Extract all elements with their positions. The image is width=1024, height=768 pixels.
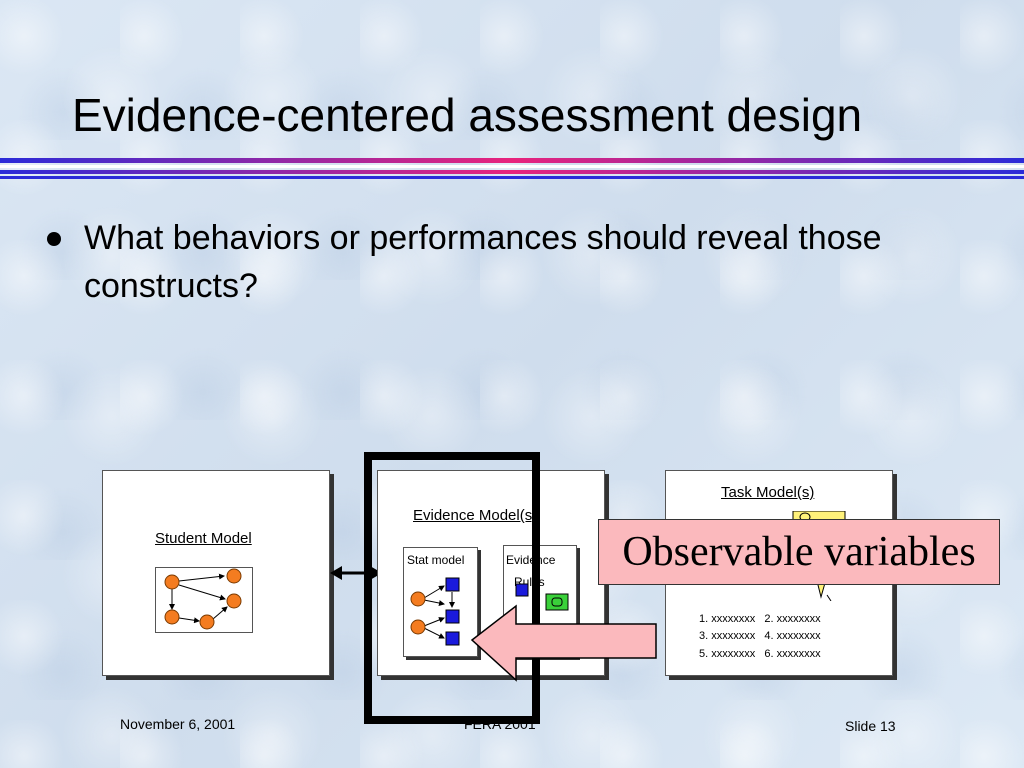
title-rule xyxy=(0,158,1024,163)
footer-date: November 6, 2001 xyxy=(120,716,236,732)
graph-node xyxy=(226,568,242,584)
graph-node xyxy=(164,574,180,590)
task-model-label: Task Model(s) xyxy=(721,484,815,501)
graph-node xyxy=(226,593,242,609)
evidence-model-panel: Evidence Model(s) Stat model Evidence Ru… xyxy=(377,470,605,676)
evidence-rules-label: Evidence xyxy=(506,553,556,567)
slide-title: Evidence-centered assessment design xyxy=(72,89,863,141)
graph-node xyxy=(164,609,180,625)
bullet-text: What behaviors or performances should re… xyxy=(84,219,882,305)
task-line: 3. xxxxxxxx 4. xxxxxxxx xyxy=(699,630,821,642)
student-model-label: Student Model xyxy=(155,530,252,547)
evidence-rules-graph xyxy=(515,583,569,611)
student-model-panel: Student Model xyxy=(102,470,330,676)
stat-model-box: Stat model xyxy=(403,547,478,657)
pointer-arrow-icon xyxy=(470,604,657,682)
bullet-icon xyxy=(47,232,61,246)
observable-variables-callout: Observable variables xyxy=(598,519,1000,585)
highlight-frame xyxy=(364,452,540,724)
title-rule xyxy=(0,176,1024,179)
graph-node xyxy=(410,591,426,607)
title-rule xyxy=(0,165,1024,168)
student-model-graph xyxy=(155,567,253,633)
observable-node xyxy=(445,631,460,646)
footer-event: FERA 2001 xyxy=(464,716,536,732)
title-rule xyxy=(0,170,1024,174)
task-figure-icon xyxy=(792,511,846,601)
graph-node xyxy=(199,614,215,630)
task-line: 5. xxxxxxxx 6. xxxxxxxx xyxy=(699,648,821,660)
stat-model-label: Stat model xyxy=(407,553,465,567)
task-line: 1. xxxxxxxx 2. xxxxxxxx xyxy=(699,613,821,625)
evidence-model-label: Evidence Model(s) xyxy=(413,507,538,524)
slide-number: Slide 13 xyxy=(845,718,896,734)
graph-node xyxy=(410,619,426,635)
observable-node xyxy=(445,609,460,624)
observable-node xyxy=(515,583,529,597)
stat-model-graph xyxy=(410,577,460,646)
observable-node xyxy=(445,577,460,592)
work-product-node xyxy=(545,593,569,611)
